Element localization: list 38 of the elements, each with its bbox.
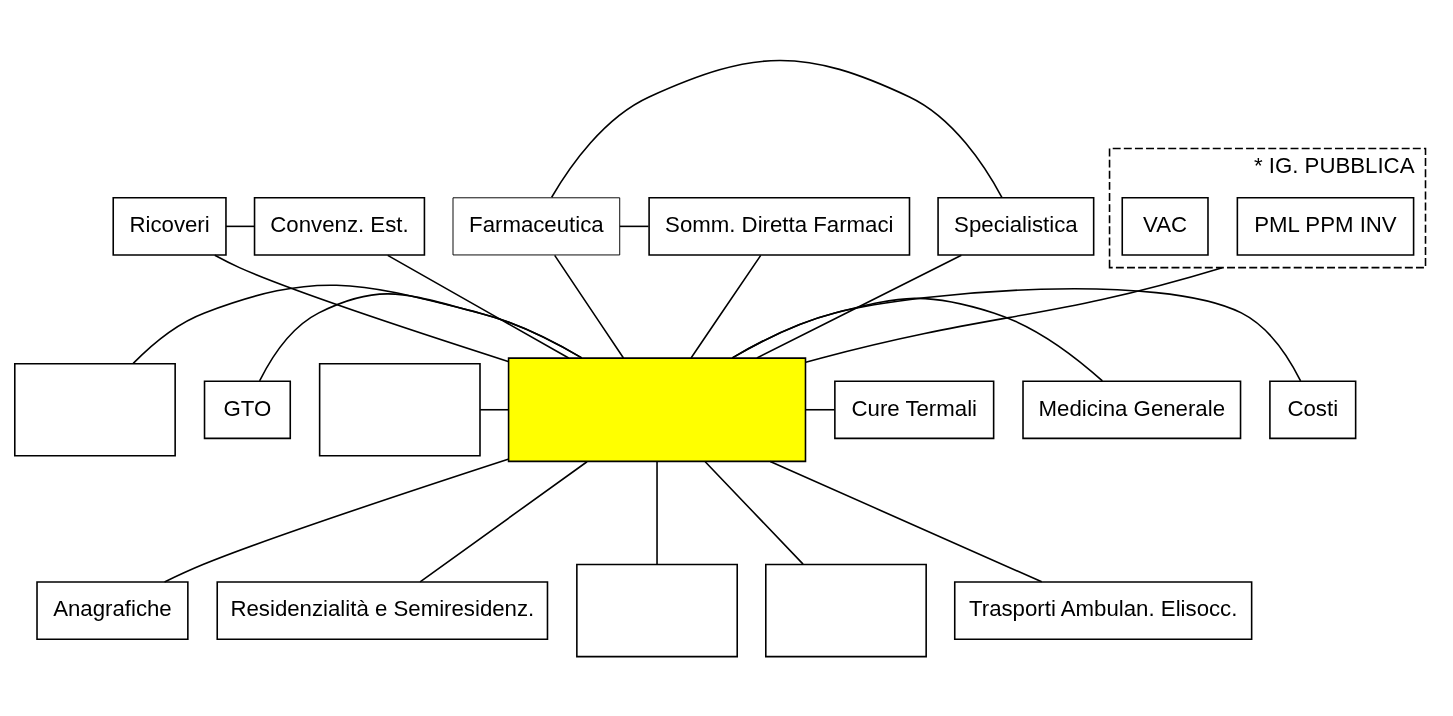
node-box [14,362,176,457]
node-box [507,356,807,462]
node-box [576,563,738,657]
connector [690,254,762,359]
connector [479,408,510,411]
node-box: Convenz. Est. [253,196,426,256]
connector [804,408,836,411]
node-box: Somm. Diretta Farmaci [648,196,911,256]
connector [258,292,583,382]
node-box: Farmaceutica [452,196,621,255]
connector [163,457,509,583]
connector [550,59,1003,198]
connector [756,254,963,359]
node-box: Residenzialità e Semiresidenz. [216,580,549,640]
connector [386,254,570,359]
connector [656,460,658,565]
node-box: Cure Termali [834,379,995,439]
connector [769,460,1043,583]
node-box: PML PPM INV [1236,196,1415,256]
node-box: VAC [1121,196,1209,256]
node-box: Trasporti Ambulan. Elisocc. [953,580,1253,640]
connector [419,460,588,583]
node-box [318,362,481,457]
node-box [765,563,927,657]
node-box: GTO [203,379,292,439]
connector [704,460,804,565]
connector [731,297,1104,382]
connector [731,287,1302,382]
connector [553,254,625,359]
connector [225,225,256,227]
node-box: Anagrafiche [36,580,189,640]
node-box: Ricoveri [112,196,227,256]
connector [804,266,1224,363]
node-box: Costi [1269,379,1357,439]
node-box: Medicina Generale [1022,379,1242,439]
connector [214,254,509,362]
connector [619,225,650,227]
node-box: Specialistica [937,196,1095,256]
